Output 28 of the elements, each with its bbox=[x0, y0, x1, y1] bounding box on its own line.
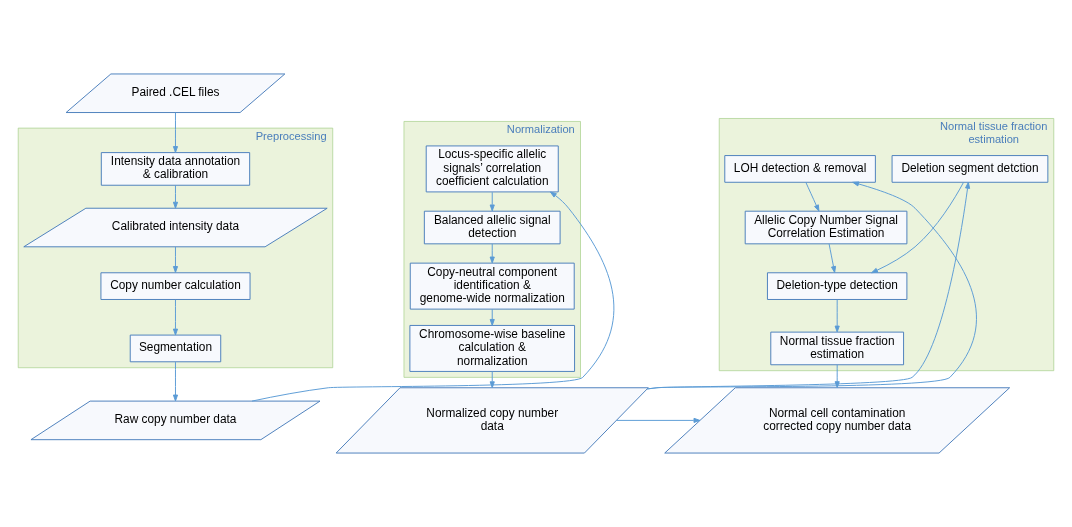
node-box: Balanced allelic signal detection bbox=[423, 210, 561, 245]
node-box: Normal tissue fraction estimation bbox=[770, 331, 905, 366]
node-box: Copy number calculation bbox=[100, 272, 251, 300]
arrow bbox=[805, 181, 820, 212]
node-box: Allelic Copy Number Signal Correlation Estimation bbox=[744, 210, 908, 245]
node-box: Locus-specific allelic signals’ correlation coefficient calculation bbox=[425, 145, 559, 193]
arrow bbox=[172, 361, 179, 402]
node-box: Segmentation bbox=[129, 334, 222, 363]
arrow bbox=[871, 181, 964, 274]
arrow bbox=[489, 308, 495, 326]
arrow bbox=[828, 243, 837, 273]
arrow bbox=[489, 191, 495, 212]
arrow bbox=[489, 371, 495, 389]
arrow bbox=[489, 243, 495, 264]
arrow bbox=[834, 364, 840, 389]
node-box: Chromosome-wise baseline calculation & normalization bbox=[409, 324, 576, 372]
node-box: Copy-neutral component identification & genome-wide normalization bbox=[409, 262, 575, 310]
node-box: LOH detection & removal bbox=[724, 155, 876, 183]
arrow bbox=[251, 191, 615, 402]
node-box: Intensity data annotation & calibration bbox=[100, 152, 251, 186]
arrow bbox=[172, 299, 179, 336]
node-box: Deletion-type detection bbox=[766, 272, 908, 300]
node-box: Deletion segment detction bbox=[891, 155, 1049, 183]
arrow bbox=[172, 246, 179, 273]
arrow bbox=[172, 184, 179, 209]
arrow bbox=[172, 112, 179, 153]
arrow bbox=[616, 417, 701, 423]
arrow bbox=[834, 299, 840, 333]
